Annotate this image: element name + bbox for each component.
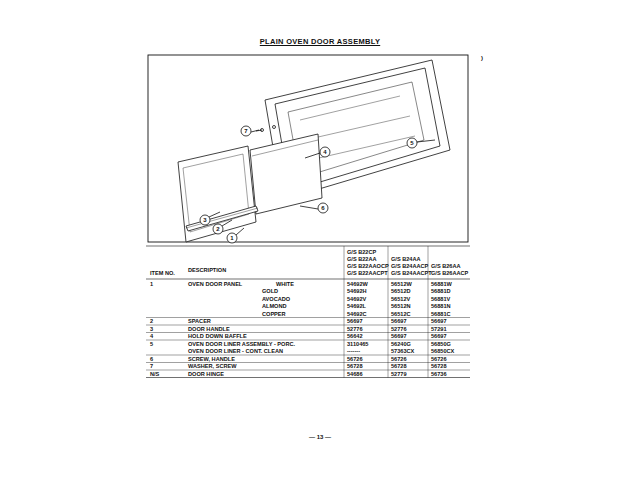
table-cell: AVOCADO [262,297,290,303]
table-cell: 56697 [431,319,447,325]
table-cell: HOLD DOWN BAFFLE [188,334,247,340]
column-header: ITEM NO. [150,271,175,277]
table-cell: 1 [150,282,153,288]
model-header: G/S B22AA [347,257,377,263]
table-cell: 56881C [431,312,451,318]
table-cell: 56512C [391,312,411,318]
table-cell: 56512N [391,304,411,310]
table-cell: 54692H [347,289,367,295]
table-cell: SCREW, HANDLE [188,357,235,363]
table-cell: ------- [347,349,360,355]
table-cell: 54692V [347,297,366,303]
page-title: PLAIN OVEN DOOR ASSEMBLY [260,38,380,46]
table-cell: 56697 [347,319,363,325]
model-header: G/S B22AAOCP [347,264,389,270]
table-cell: WASHER, SCREW [188,364,236,370]
table-cell: 56726 [391,357,407,363]
table-cell: 54692L [347,304,366,310]
table-cell: WHITE [276,282,294,288]
table-cell: 3 [150,327,153,333]
table-cell: 56726 [347,357,363,363]
table-cell: OVEN DOOR LINER ASSEMBLY - PORC. [188,342,295,348]
table-cell: 56697 [391,319,407,325]
callout-number: 2 [216,226,219,232]
page-number: — 13 — [309,434,331,440]
stray-mark: ) [481,55,483,61]
table-cell: GOLD [262,289,278,295]
table-cell: 54692C [347,312,367,318]
table-cell: SPACER [188,319,211,325]
table-cell: 56512W [391,282,412,288]
column-header: DESCRIPTION [188,268,226,274]
callout-number: 5 [410,140,413,146]
table-cell: COPPER [262,312,286,318]
table-cell: 56512D [391,289,411,295]
table-cell: 54686 [347,372,363,378]
table-cell: 6 [150,357,153,363]
callout-number: 1 [230,235,233,241]
table-cell: 56850CX [431,349,454,355]
table-cell: 5 [150,342,153,348]
table-cell: 3110465 [347,342,368,348]
table-cell: 56240G [391,342,411,348]
table-cell: 54692W [347,282,368,288]
table-cell: 52779 [391,372,407,378]
table-cell: OVEN DOOR PANEL [188,282,242,288]
model-header: G/S B24AACPT [391,271,432,277]
table-cell: 2 [150,319,153,325]
table-cell: 7 [150,364,153,370]
table-cell: 56736 [431,372,447,378]
callout-number: 3 [203,217,206,223]
model-header: G/S B24AA [391,257,421,263]
table-cell: 52776 [347,327,363,333]
callout-number: 7 [244,128,247,134]
table-cell: 56881V [431,297,450,303]
table-cell: 56728 [347,364,363,370]
table-cell: 56512V [391,297,410,303]
callout-number: 6 [321,205,324,211]
table-cell: OVEN DOOR LINER - CONT. CLEAN [188,349,283,355]
table-cell: 56881W [431,282,452,288]
table-cell: 52776 [391,327,407,333]
table-cell: 56728 [391,364,407,370]
table-cell: 56881D [431,289,451,295]
table-cell: 4 [150,334,153,340]
table-cell: 56728 [431,364,447,370]
model-header: G/S B24AACP [391,264,428,270]
model-header: G/S B22CP [347,250,376,256]
table-cell: ALMOND [262,304,287,310]
table-cell: 56697 [431,334,447,340]
table-cell: DOOR HANDLE [188,327,230,333]
table-cell: N/S [150,372,159,378]
table-cell: DOOR HINGE [188,372,224,378]
model-header: G/S B22AACPT [347,271,388,277]
table-cell: 56642 [347,334,363,340]
table-cell: 57363CX [391,349,414,355]
table-cell: 56726 [431,357,447,363]
table-cell: 56697 [391,334,407,340]
table-cell: 57291 [431,327,447,333]
model-header: G/S B26AACP [431,271,468,277]
callout-number: 4 [323,149,326,155]
table-cell: 56850G [431,342,451,348]
table-cell: 56881N [431,304,451,310]
model-header: G/S B26AA [431,264,461,270]
